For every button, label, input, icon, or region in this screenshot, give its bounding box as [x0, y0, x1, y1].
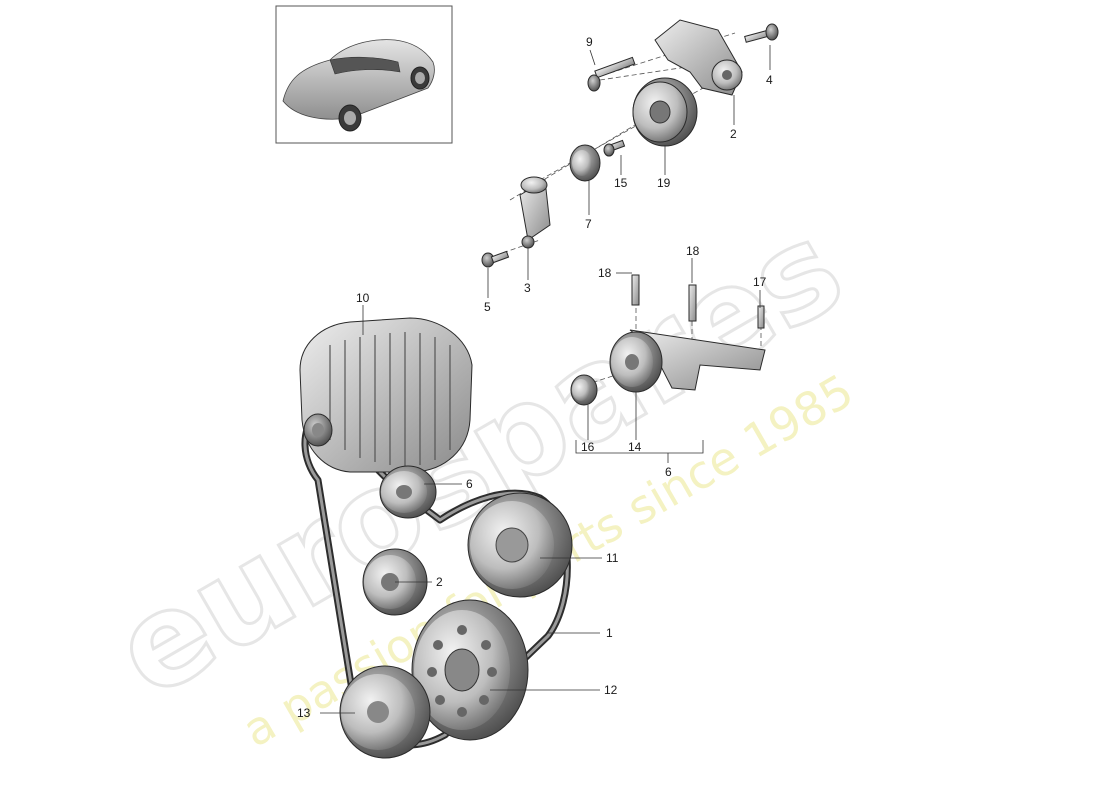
callout-15: 15 [614, 176, 628, 190]
bolt-part-5 [481, 250, 510, 268]
callout-5: 5 [484, 300, 491, 314]
callout-1: 1 [606, 626, 613, 640]
callout-6-group: 6 [665, 465, 672, 479]
leader-lines [320, 45, 771, 714]
callout-2-lower: 2 [436, 575, 443, 589]
car-illustration [282, 39, 435, 132]
callout-6: 6 [466, 477, 473, 491]
callout-4: 4 [766, 73, 773, 87]
crankshaft-pulley-part-12 [411, 599, 529, 741]
callout-14: 14 [628, 440, 642, 454]
callout-16: 16 [581, 440, 595, 454]
water-pump-pulley-part-13 [339, 665, 431, 759]
tensioner-bracket-part-2 [654, 19, 743, 96]
bolt-part-4 [744, 23, 779, 43]
pulley-part-11 [467, 492, 573, 598]
bolt-part-15 [603, 139, 626, 157]
callout-9: 9 [586, 35, 593, 49]
callout-11: 11 [606, 551, 619, 565]
callout-labels: 9 4 2 19 15 7 3 5 10 18 18 17 16 14 6 6 … [297, 35, 773, 720]
callout-10: 10 [356, 291, 370, 305]
callout-13: 13 [297, 706, 311, 720]
idler-pulley-part-19 [632, 77, 698, 147]
callout-7: 7 [585, 217, 592, 231]
damper-part-3 [519, 176, 551, 249]
callout-2-top: 2 [730, 127, 737, 141]
callout-18-left: 18 [598, 266, 612, 280]
tensioner-assembly-part-6 [570, 274, 766, 406]
vehicle-thumbnail [275, 5, 453, 144]
callout-17: 17 [753, 275, 767, 289]
callout-19: 19 [657, 176, 671, 190]
callout-18-right: 18 [686, 244, 700, 258]
cap-part-7 [569, 144, 601, 182]
idler-pulley-part-6 [379, 465, 437, 519]
alternator-part-10 [299, 317, 473, 473]
callout-12: 12 [604, 683, 618, 697]
bolt-part-9 [587, 56, 636, 92]
callout-3: 3 [524, 281, 531, 295]
